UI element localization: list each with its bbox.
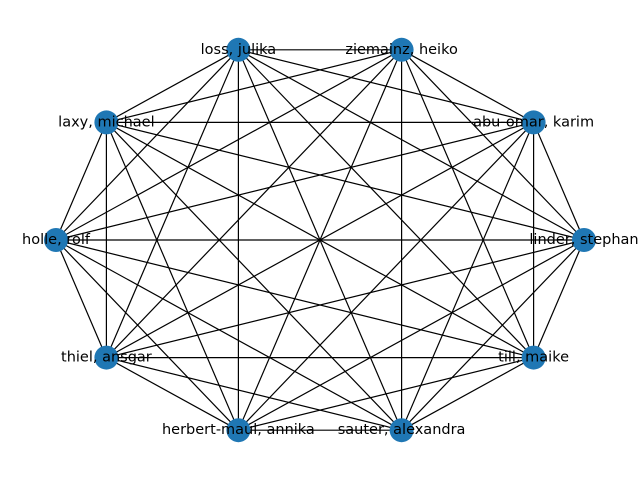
node-label-holle: holle, rolf [22, 232, 91, 248]
node-label-thiel: thiel, ansgar [61, 350, 152, 366]
edge-ziemainz-holle [55, 49, 402, 241]
edge-laxy-holle [55, 122, 107, 241]
edge-linder-abuomar [533, 122, 585, 241]
node-abuomar [521, 110, 546, 135]
edge-laxy-linder [106, 121, 585, 241]
edge-loss-linder [238, 49, 585, 241]
node-label-loss: loss, julika [201, 42, 277, 58]
edge-holle-thiel [55, 239, 107, 358]
node-linder [572, 228, 596, 252]
nodes-layer [44, 37, 596, 443]
edge-herbert-till [238, 357, 534, 431]
node-sauter [389, 418, 414, 443]
edge-ziemainz-abuomar [401, 49, 534, 123]
edge-laxy-herbert [105, 122, 239, 431]
edge-herbert-abuomar [237, 121, 535, 431]
edge-thiel-herbert [106, 357, 239, 431]
node-laxy [94, 110, 119, 135]
edge-ziemainz-till [401, 49, 535, 358]
edge-loss-laxy [106, 49, 239, 123]
edge-sauter-abuomar [401, 122, 535, 431]
node-label-sauter: sauter, alexandra [338, 422, 466, 438]
edge-holle-till [55, 239, 534, 359]
node-loss [226, 37, 251, 62]
node-label-herbert: herbert-maul, annika [162, 422, 315, 438]
node-holle [44, 228, 68, 252]
node-label-abuomar: abu-omar, karim [473, 114, 594, 130]
edge-sauter-linder [401, 239, 585, 431]
node-label-ziemainz: ziemainz, heiko [345, 42, 458, 58]
edge-holle-sauter [55, 239, 402, 431]
edge-loss-thiel [105, 49, 239, 358]
edge-sauter-till [401, 357, 534, 431]
node-herbert [226, 418, 251, 443]
edge-loss-abuomar [238, 49, 534, 123]
labels-layer: ziemainz, heiko loss, julika laxy, michael… [22, 42, 639, 438]
edge-thiel-sauter [106, 357, 402, 431]
edge-herbert-linder [238, 239, 585, 431]
node-label-linder: linder, stephan [529, 232, 638, 248]
node-label-laxy: laxy, michael [58, 114, 154, 130]
edge-thiel-linder [106, 239, 585, 359]
node-label-till: till, maike [498, 350, 569, 366]
node-thiel [94, 345, 119, 370]
edge-holle-abuomar [55, 121, 534, 241]
edges-layer [55, 49, 585, 431]
edge-thiel-abuomar [106, 121, 534, 359]
node-ziemainz [389, 37, 414, 62]
node-till [521, 345, 546, 370]
edge-till-linder [533, 239, 585, 358]
